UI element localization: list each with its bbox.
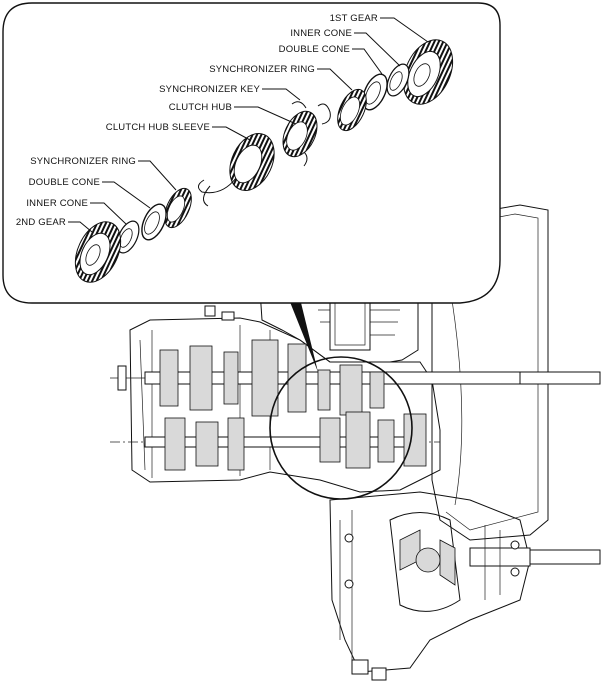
- part-labels: 1ST GEAR INNER CONE DOUBLE CONE SYNCHRON…: [16, 13, 378, 228]
- second-gear-part: [74, 221, 122, 283]
- transmission-cross-section: [110, 204, 601, 681]
- double-cone-top-part: [362, 73, 388, 111]
- label-double-cone-bottom: DOUBLE CONE: [29, 177, 100, 188]
- detail-zoom-circle: [269, 356, 413, 500]
- double-cone-bottom-part: [141, 203, 167, 241]
- synchronizer-ring-top-part: [337, 88, 367, 132]
- label-synchronizer-ring-bottom: SYNCHRONIZER RING: [30, 156, 136, 167]
- label-double-cone-top: DOUBLE CONE: [279, 44, 350, 55]
- label-inner-cone-top: INNER CONE: [290, 28, 352, 39]
- inner-cone-top-part: [386, 63, 410, 97]
- label-first-gear: 1ST GEAR: [330, 13, 378, 24]
- label-clutch-hub-sleeve: CLUTCH HUB SLEEVE: [106, 122, 210, 133]
- first-gear-part: [402, 39, 454, 105]
- synchronizer-ring-bottom-part: [164, 187, 192, 229]
- label-synchronizer-key: SYNCHRONIZER KEY: [159, 84, 260, 95]
- label-second-gear: 2ND GEAR: [16, 217, 66, 228]
- label-inner-cone-bottom: INNER CONE: [26, 198, 88, 209]
- exploded-parts: [74, 39, 454, 283]
- leader-lines: [68, 17, 429, 233]
- label-synchronizer-ring-top: SYNCHRONIZER RING: [209, 64, 315, 75]
- label-clutch-hub: CLUTCH HUB: [169, 102, 232, 113]
- clutch-hub-part: [282, 110, 318, 158]
- clutch-hub-sleeve-part: [229, 133, 275, 191]
